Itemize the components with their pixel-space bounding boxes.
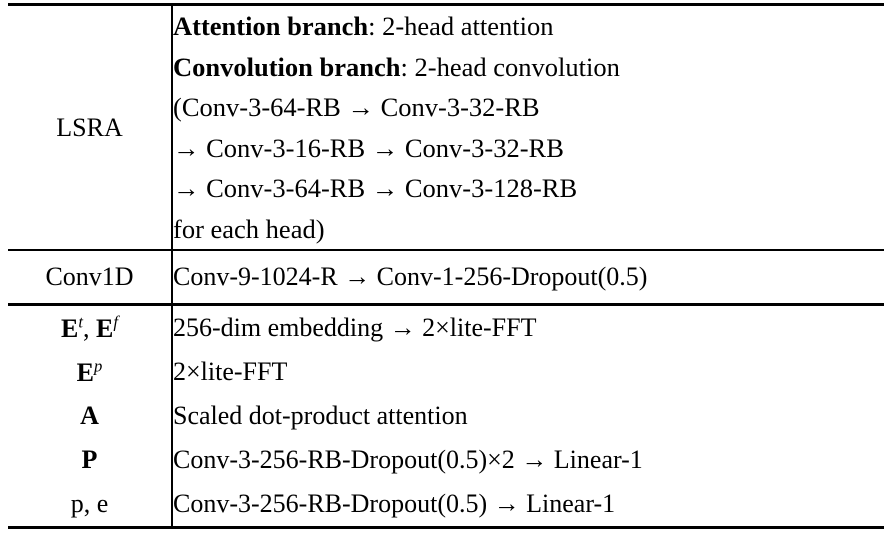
symbol-E-t: Et [61,312,83,343]
table-row: p, e Conv-3-256-RB-Dropout(0.5) → Linear… [8,482,884,528]
rule-top-right [172,3,884,7]
table-row: P Conv-3-256-RB-Dropout(0.5)×2 → Linear-… [8,438,884,482]
row-label-predictor-p: P [8,438,173,482]
rule-bottom-left [8,526,172,530]
row-body-lsra: Attention branch: 2-head attention Convo… [172,6,884,250]
rule-bottom-right [172,526,884,530]
row-body-conv1d: Conv-9-1024-R → Conv-1-256-Dropout(0.5) [173,262,648,291]
row-label-lsra: LSRA [8,6,173,250]
symbol-A: A [80,401,99,430]
architecture-table: LSRA Attention branch: 2-head attention … [8,3,884,530]
lsra-line-1: Attention branch: 2-head attention [173,6,884,47]
symbol-p-e: p, e [70,489,109,518]
row-label-embeddings-tf: Et, Ef [8,306,173,350]
lsra-line-4: → Conv-3-16-RB → Conv-3-32-RB [173,132,564,163]
symbol-E-p: Ep [76,356,103,387]
row-label-embedding-p: Ep [8,350,173,394]
rule-after-conv1d [8,303,884,307]
table-row: LSRA Attention branch: 2-head attention … [8,6,884,250]
row-label-conv1d: Conv1D [8,251,173,305]
architecture-table-container: LSRA Attention branch: 2-head attention … [8,3,884,530]
lsra-line-2-rest: : 2-head convolution [400,51,620,82]
row-body-attention-a: Scaled dot-product attention [173,401,468,430]
row-body-predictor-p: Conv-3-256-RB-Dropout(0.5)×2 → Linear-1 [173,445,643,474]
rule-top [8,3,884,7]
rule-bottom [8,526,884,530]
row-body-scalars-p-e: Conv-3-256-RB-Dropout(0.5) → Linear-1 [173,489,616,518]
symbol-E-f: Ef [96,312,118,343]
row-body-embeddings-tf: 256-dim embedding → 2×lite-FFT [173,313,537,342]
lsra-line-3: (Conv-3-64-RB → Conv-3-32-RB [173,92,540,122]
row-body-embedding-p: 2×lite-FFT [173,357,288,386]
rule-after-conv1d-left [8,303,172,307]
table-row: Conv1D Conv-9-1024-R → Conv-1-256-Dropou… [8,251,884,305]
row-label-scalars-p-e: p, e [8,482,173,528]
table-row: A Scaled dot-product attention [8,394,884,438]
lsra-line-1-bold: Attention branch [173,11,369,41]
lsra-line-5: → Conv-3-64-RB → Conv-3-128-RB [173,173,578,203]
symbol-separator: , [83,313,96,343]
lsra-line-2-bold: Convolution branch [173,51,401,82]
rule-top-left [8,3,172,7]
lsra-line-2: Convolution branch: 2-head convolution [173,47,884,88]
lsra-line-1-rest: : 2-head attention [368,11,554,41]
table-row: Et, Ef 256-dim embedding → 2×lite-FFT [8,306,884,350]
row-label-attention-a: A [8,394,173,438]
table-row: Ep 2×lite-FFT [8,350,884,394]
symbol-P: P [81,445,98,474]
lsra-line-6: for each head) [173,213,325,244]
rule-after-conv1d-right [172,303,884,307]
